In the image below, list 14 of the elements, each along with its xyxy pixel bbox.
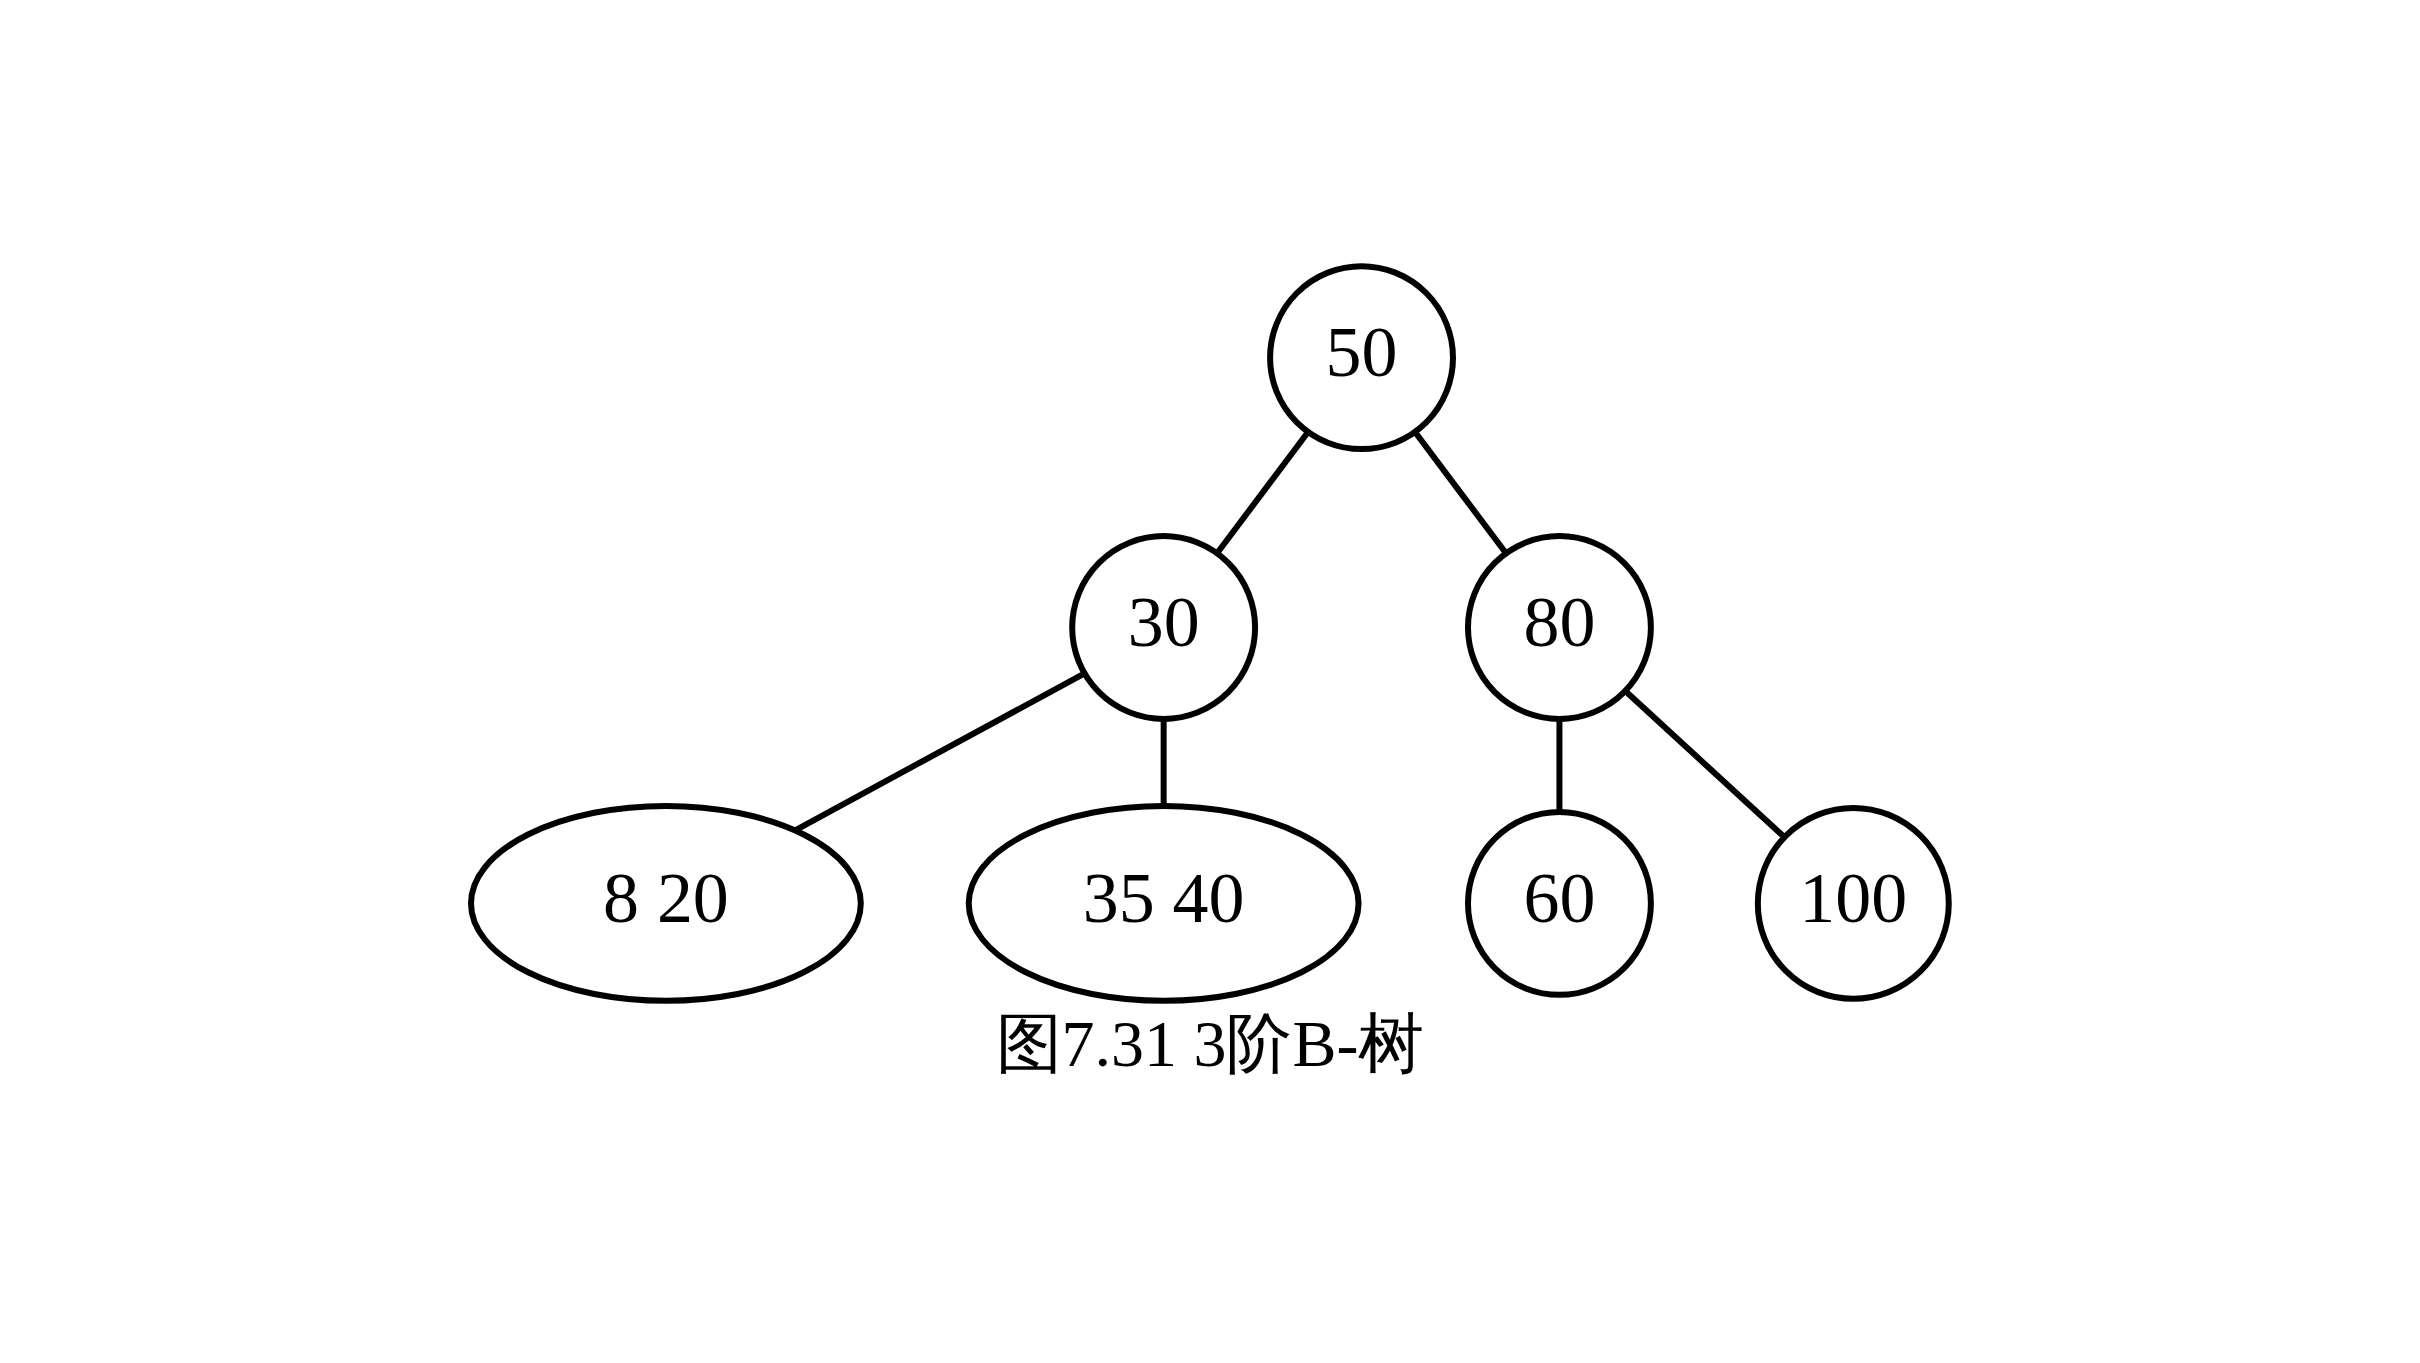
caption: 图7.31 3阶B-树 — [995, 1006, 1425, 1080]
node-circle: 50 — [1267, 263, 1456, 453]
connector — [1215, 430, 1310, 555]
node-circle: 60 — [1465, 808, 1654, 998]
node-ellipse: 8 20 — [468, 802, 864, 1004]
node-circle: 80 — [1465, 533, 1654, 722]
connector — [1556, 720, 1563, 812]
node-ellipse: 35 40 — [965, 802, 1362, 1004]
connector — [1624, 689, 1786, 839]
connector — [1160, 720, 1167, 806]
node-circle: 30 — [1069, 533, 1259, 722]
connector — [1413, 431, 1508, 555]
connector — [793, 671, 1086, 833]
node-circle: 100 — [1754, 804, 1952, 1002]
